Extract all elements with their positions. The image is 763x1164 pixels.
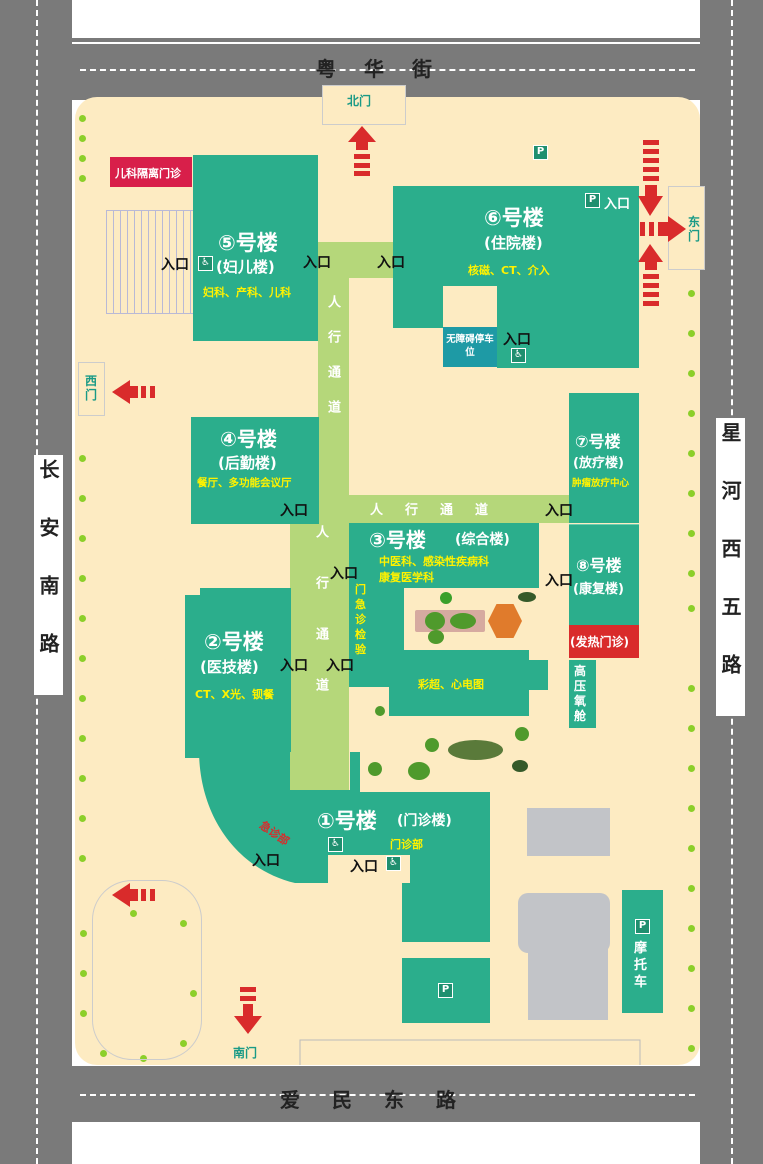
entrance-label: 入口 [503,332,531,348]
building-3[interactable] [349,523,539,588]
building-5-sub: (妇儿楼) [216,258,275,276]
hyperbaric-chamber[interactable] [569,660,596,728]
pediatric-isolation-label: 儿科隔离门诊 [115,167,181,180]
entrance-label: 入口 [604,197,631,212]
street-west: 长安南路 [34,455,63,695]
entrance-label: 入口 [161,257,189,273]
wheelchair-icon: ♿ [328,837,343,852]
pavilion [488,604,522,638]
building-2-wing [200,588,291,598]
building-2-name: ②号楼 [204,630,264,654]
accessible-parking-label: 无障碍停车位 [446,334,494,358]
entrance-label: 入口 [377,255,405,271]
north-gate[interactable] [322,85,406,125]
motorcycle-parking-label: 摩托车 [634,941,648,990]
lane-line [72,42,700,44]
east-gate-label: 东门 [688,215,701,243]
entrance-label: 入口 [280,658,308,674]
arrow-southwest [112,883,155,907]
south-gate-label: 南门 [233,1046,258,1060]
building-1-sub: (门诊楼) [397,813,452,829]
parking-icon: P [438,983,453,998]
north-gate-label: 北门 [347,94,372,108]
arrow-west-gate [112,380,155,404]
building-3-sub: (综合楼) [455,532,510,548]
entrance-label: 入口 [330,566,358,582]
parking-icon: P [533,145,548,160]
building-5-name: ⑤号楼 [218,231,278,255]
west-gate-label: 西门 [85,374,98,402]
wheelchair-icon: ♿ [198,256,213,271]
building-7-name: ⑦号楼 [575,432,621,451]
walkway-label: 人行通道 [370,503,511,518]
entrance-label: 入口 [252,853,280,869]
wheelchair-icon: ♿ [511,348,526,363]
walkway-label: 人行通道 [325,295,340,435]
building-6-sub: (住院楼) [484,234,543,252]
arrow-east-gate [640,216,686,242]
entrance-label: 入口 [545,573,573,589]
lane-line [80,69,695,71]
entrance-label: 入口 [350,859,378,875]
street-east: 星河西五路 [716,418,745,716]
building-3-desc2: 康复医学科 [379,571,434,584]
top-block [75,0,700,38]
building-4-desc: 餐厅、多功能会议厅 [197,477,292,489]
building-3-wing [389,650,529,716]
pediatric-isolation-clinic[interactable] [110,157,192,187]
arrow-north-gate [348,126,376,176]
street-north: 粤华街 [316,57,460,81]
entrance-label: 入口 [545,503,573,519]
ultrasound-label: 彩超、心电图 [418,678,484,691]
arrow-east-in-bottom [638,244,663,306]
arrow-south-gate [234,987,262,1034]
building-8[interactable] [569,524,639,625]
walkway-upper-vertical [318,242,349,498]
building-3-wing [520,660,548,690]
building-3-name: ③号楼 [369,528,426,552]
building-4-name: ④号楼 [220,427,277,451]
building-1-name: ①号楼 [317,809,377,833]
bottom-block [75,1122,700,1164]
building-3-desc: 中医科、感染性疾病科 [379,555,489,568]
lane-line [80,1094,695,1096]
building-8-sub: (康复楼) [573,582,624,597]
hyperbaric-label: 高压氧舱 [574,664,587,723]
entrance-label: 入口 [303,255,331,271]
parking-icon: P [635,919,650,934]
building-4[interactable] [191,417,319,524]
building-5-desc: 妇科、产科、儿科 [203,286,291,299]
building-7-sub: (放疗楼) [573,456,624,471]
entrance-label: 入口 [326,658,354,674]
outpatient-dept-label: 门诊部 [390,838,423,851]
building-7[interactable] [569,393,639,523]
street-south: 爱民东路 [280,1088,488,1112]
building-6-wing [393,285,443,328]
building-4-sub: (后勤楼) [218,454,277,472]
walkway-lower-vertical [290,495,349,792]
building-6-desc: 核磁、CT、介入 [468,264,550,277]
building-8-name: ⑧号楼 [576,556,622,575]
building-6-name: ⑥号楼 [484,206,544,230]
west-gate[interactable] [78,362,105,416]
fever-clinic-label: (发热门诊) [570,635,629,649]
emergency-lab-label: 门急诊检验 [355,583,366,656]
fever-clinic[interactable] [569,625,639,658]
driveway-loop [92,880,202,1060]
parking-icon: P [585,193,600,208]
accessible-parking[interactable] [443,327,497,367]
building-2-sub: (医技楼) [200,658,259,676]
entrance-label: 入口 [280,503,308,519]
walkway-label: 人行通道 [313,525,328,729]
building-5[interactable] [193,155,318,341]
building-2[interactable] [185,595,291,758]
arrow-east-in-top [638,140,663,216]
wheelchair-icon: ♿ [386,856,401,871]
building-2-desc: CT、X光、钡餐 [195,688,275,701]
building-7-desc: 肿瘤放疗中心 [572,478,630,489]
